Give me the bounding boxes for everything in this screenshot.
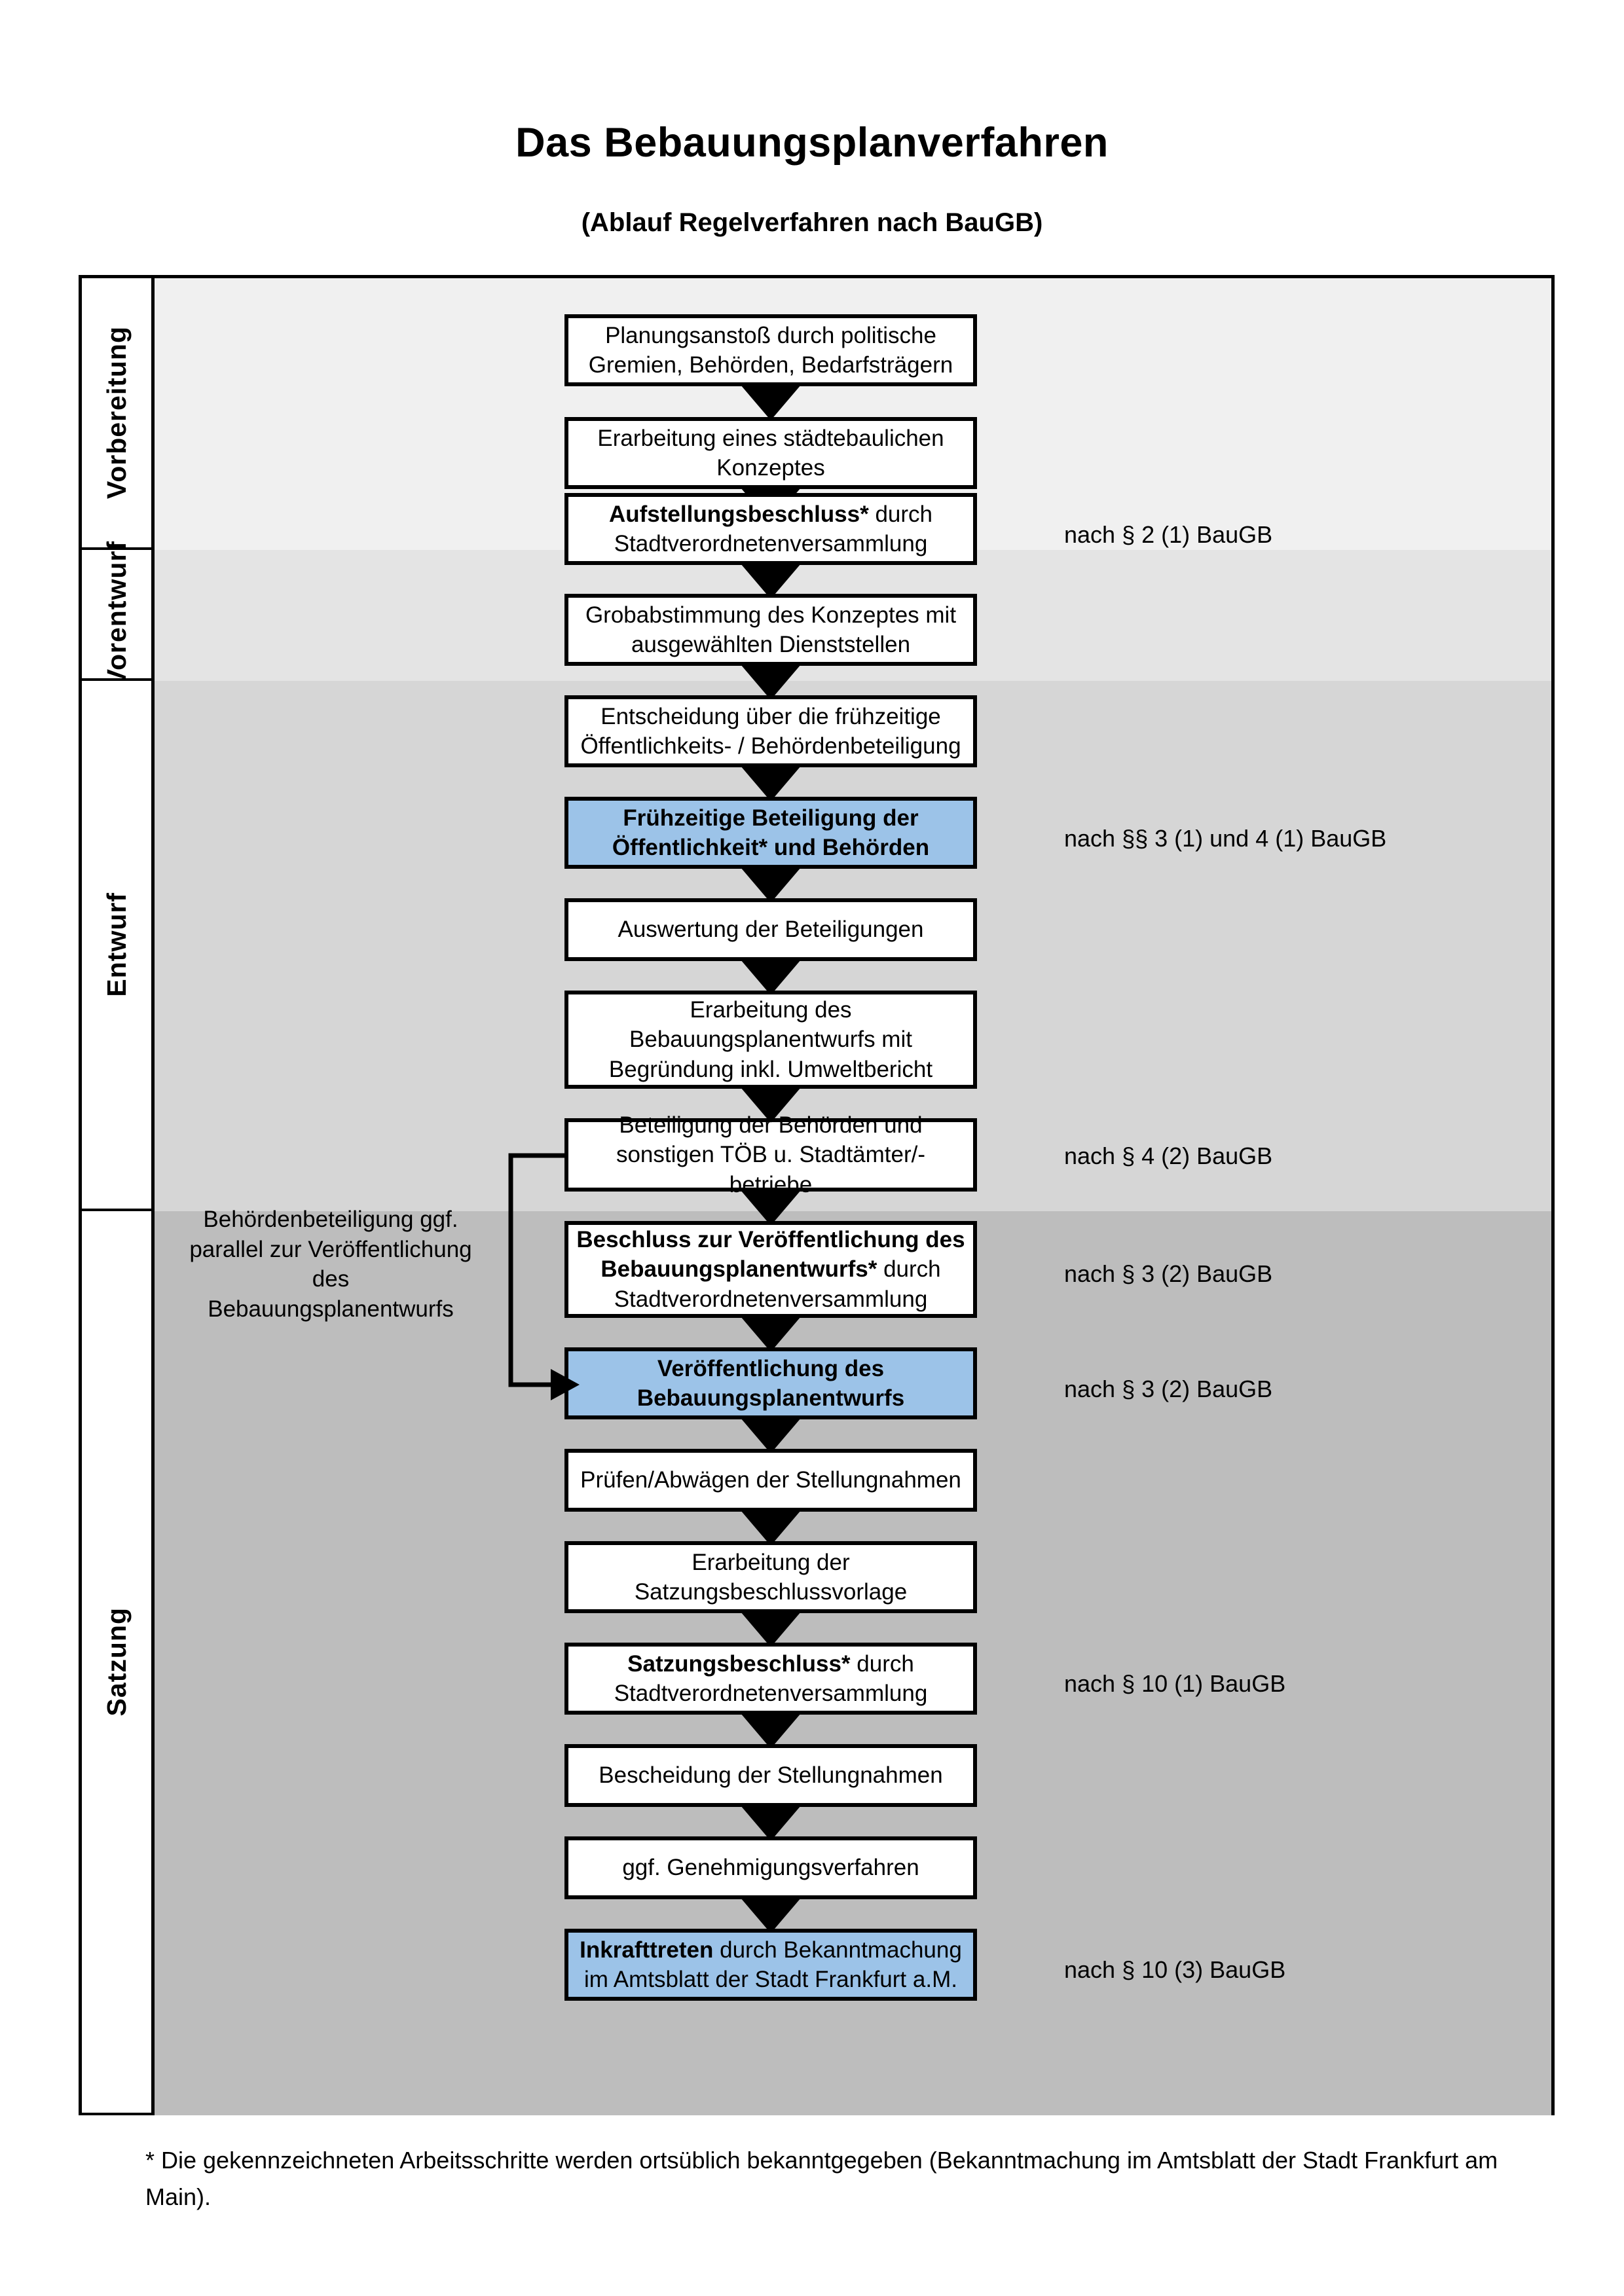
step-box-inkrafttreten: Inkrafttreten durch Bekanntmachung im Am… [564,1929,977,2001]
phase-label-satzung: Satzung [82,1211,151,2115]
flow-arrow [741,766,801,801]
legal-note-par10-3: nach § 10 (3) BauGB [1064,1956,1285,1984]
step-text: Veröffentlichung des Bebauungsplanentwur… [637,1355,905,1412]
footnote: * Die gekennzeichneten Arbeitsschritte w… [145,2142,1521,2215]
step-box-satzungsbeschluss: Satzungsbeschluss* durch Stadtverordnete… [564,1643,977,1715]
step-box-satzungsbeschlussvorlage: Erarbeitung der Satzungsbeschlussvorlage [564,1541,977,1613]
legal-note-text: nach § 3 (2) BauGB [1064,1376,1273,1402]
step-box-erarbeitung-entwurf: Erarbeitung des Bebauungsplanentwurfs mi… [564,991,977,1089]
legal-note-par2: nach § 2 (1) BauGB [1064,521,1272,549]
legal-note-par3-2a: nach § 3 (2) BauGB [1064,1260,1272,1288]
step-box-auswertung: Auswertung der Beteiligungen [564,898,977,961]
step-box-pruefen-abwaegen: Prüfen/Abwägen der Stellungnahmen [564,1449,977,1512]
legal-note-par4-2: nach § 4 (2) BauGB [1064,1142,1272,1170]
step-box-entscheidung-fruehzeitig: Entscheidung über die frühzeitige Öffent… [564,695,977,767]
step-text: Frühzeitige Beteiligung der Öffentlichke… [612,805,930,861]
legal-note-par10-1: nach § 10 (1) BauGB [1064,1670,1285,1698]
flow-arrow [741,1612,801,1647]
legal-note-text: nach §§ 3 (1) und 4 (1) BauGB [1064,825,1387,852]
step-box-fruehzeitige-beteiligung: Frühzeitige Beteiligung der Öffentlichke… [564,797,977,869]
step-box-beteiligung-behoerden: Beteiligung der Behörden und sonstigen T… [564,1112,977,1197]
legal-note-text: nach § 3 (2) BauGB [1064,1260,1273,1287]
flowchart-frame: Vorbereitung Vorentwurf Entwurf Satzung … [79,275,1555,2115]
step-text: Bescheidung der Stellungnahmen [599,1762,943,1789]
step-text: Prüfen/Abwägen der Stellungnahmen [580,1467,961,1493]
legal-note-text: nach § 10 (1) BauGB [1064,1670,1286,1697]
step-text: Inkrafttreten durch Bekanntmachung im Am… [580,1937,962,1993]
flow-arrow [741,1317,801,1352]
step-box-grobabstimmung: Grobabstimmung des Konzeptes mit ausgewä… [564,594,977,666]
phase-label-vorbereitung: Vorbereitung [82,278,151,550]
flow-arrow [741,1087,801,1123]
step-text: Erarbeitung eines städtebaulichen Konzep… [597,425,944,481]
legal-note-par3-4: nach §§ 3 (1) und 4 (1) BauGB [1064,825,1386,852]
flow-arrow [741,960,801,995]
legal-note-text: nach § 10 (3) BauGB [1064,1956,1286,1983]
flow-arrow [741,665,801,700]
bypass-arrowhead [551,1369,580,1400]
phase-label-vorentwurf: Vorentwurf [82,541,151,687]
step-text: Erarbeitung des Bebauungsplanentwurfs mi… [608,996,933,1082]
page-subtitle: (Ablauf Regelverfahren nach BauGB) [581,208,1043,237]
flow-arrow [741,1190,801,1226]
step-text: Satzungsbeschluss* durch Stadtverordnete… [614,1650,928,1707]
flow-arrow [741,1806,801,1841]
footnote-text: * Die gekennzeichneten Arbeitsschritte w… [145,2147,1498,2210]
step-box-beschluss-veroeffentlichung: Beschluss zur Veröffentlichung des Bebau… [564,1221,977,1318]
flow-arrow [741,1713,801,1749]
side-note-text: Behördenbeteiligung ggf. parallel zur Ve… [189,1207,472,1322]
flow-arrow [741,867,801,903]
flow-arrow [741,1418,801,1453]
flow-arrow [741,564,801,599]
flow-arrow [741,385,801,420]
bypass-line [508,1153,564,1387]
bypass-connector [508,1153,580,1400]
flow-arrow [741,1510,801,1546]
step-text: Planungsanstoß durch politische Gremien,… [588,322,953,378]
step-box-aufstellungsbeschluss: Aufstellungsbeschluss* durch Stadtverord… [564,493,977,565]
phase-label-entwurf: Entwurf [82,681,151,1211]
step-box-genehmigungsverfahren: ggf. Genehmigungsverfahren [564,1836,977,1899]
step-text: ggf. Genehmigungsverfahren [622,1855,919,1881]
step-box-veroeffentlichung: Veröffentlichung des Bebauungsplanentwur… [564,1347,977,1419]
step-text: Beteiligung der Behörden und sonstigen T… [616,1112,926,1197]
step-text: Grobabstimmung des Konzeptes mit ausgewä… [585,602,957,658]
step-text: Auswertung der Beteiligungen [618,917,924,943]
legal-note-text: nach § 2 (1) BauGB [1064,521,1273,548]
flow-arrow [741,1898,801,1933]
step-box-bescheidung: Bescheidung der Stellungnahmen [564,1744,977,1807]
step-text: Entscheidung über die frühzeitige Öffent… [580,703,961,759]
legal-note-par3-2b: nach § 3 (2) BauGB [1064,1376,1272,1403]
step-box-planungsanstoss: Planungsanstoß durch politische Gremien,… [564,314,977,386]
legal-note-text: nach § 4 (2) BauGB [1064,1142,1273,1169]
step-box-konzept: Erarbeitung eines städtebaulichen Konzep… [564,417,977,489]
step-text: Erarbeitung der Satzungsbeschlussvorlage [634,1549,908,1605]
step-text: Beschluss zur Veröffentlichung des Bebau… [576,1226,965,1312]
page-title: Das Bebauungsplanverfahren [515,120,1109,166]
side-note-behoerdenbeteiligung: Behördenbeteiligung ggf. parallel zur Ve… [187,1205,475,1324]
step-text: Aufstellungsbeschluss* durch Stadtverord… [608,501,933,557]
phase-label-divider [151,278,155,2112]
